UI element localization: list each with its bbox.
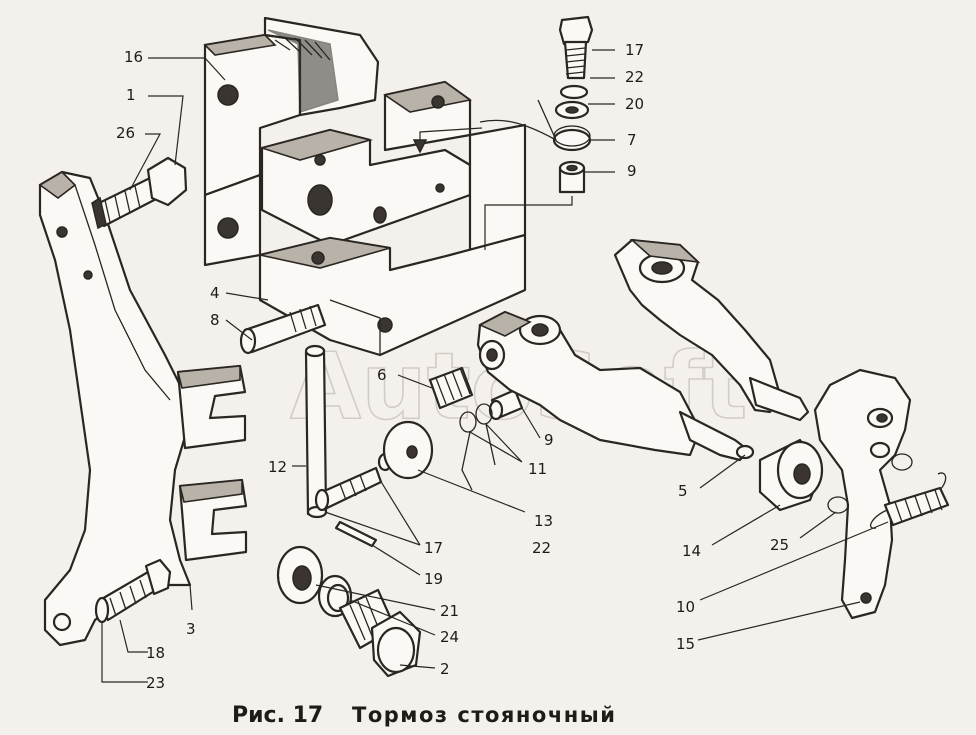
bolt-part-8 bbox=[239, 303, 327, 355]
label-5: 5 bbox=[678, 482, 688, 500]
plug-part-2 bbox=[338, 588, 422, 678]
washer-part-21 bbox=[276, 545, 324, 605]
label-18: 18 bbox=[146, 644, 165, 662]
figure-title: Тормоз стояночный bbox=[352, 703, 617, 727]
label-4: 4 bbox=[210, 284, 220, 302]
rod-part-12 bbox=[304, 344, 328, 519]
label-9-lower: 9 bbox=[544, 431, 554, 449]
label-17-top: 17 bbox=[625, 41, 644, 59]
label-15: 15 bbox=[676, 635, 695, 653]
label-14: 14 bbox=[682, 542, 701, 560]
bushing-part-14 bbox=[758, 438, 824, 512]
ring-part-25 bbox=[827, 453, 913, 514]
arrow-icon bbox=[412, 139, 428, 154]
label-22-top: 22 bbox=[625, 68, 644, 86]
label-12: 12 bbox=[268, 458, 287, 476]
washer-20-hole bbox=[565, 106, 579, 114]
leader-lines bbox=[101, 49, 889, 683]
figure-number: Рис. 17 bbox=[232, 703, 323, 728]
label-19: 19 bbox=[424, 570, 443, 588]
spring-part-6 bbox=[428, 366, 474, 410]
figure-caption: Рис. 17 Тормоз стояночный bbox=[232, 703, 617, 728]
label-8: 8 bbox=[210, 311, 220, 329]
label-23: 23 bbox=[146, 674, 165, 692]
bolt-part-17-top bbox=[558, 15, 594, 80]
label-13: 13 bbox=[534, 512, 553, 530]
label-10: 10 bbox=[676, 598, 695, 616]
bolt-part-26 bbox=[91, 156, 188, 230]
label-17-lower: 17 bbox=[424, 539, 443, 557]
label-9-top: 9 bbox=[627, 162, 637, 180]
label-6: 6 bbox=[377, 366, 387, 384]
brake-housing-part-16 bbox=[203, 16, 527, 357]
bushing-part-9-top bbox=[558, 160, 586, 194]
label-20: 20 bbox=[625, 95, 644, 113]
label-24: 24 bbox=[440, 628, 459, 646]
springs-part-11 bbox=[459, 403, 496, 491]
label-7: 7 bbox=[627, 131, 637, 149]
label-26: 26 bbox=[116, 124, 135, 142]
lever-part-15 bbox=[813, 368, 912, 620]
disc-part-13 bbox=[382, 420, 434, 480]
bolt-part-18 bbox=[94, 558, 172, 624]
part-labels: 16 1 26 4 8 17 22 20 7 9 6 9 11 12 13 17… bbox=[116, 41, 789, 692]
bracket-part-3 bbox=[38, 170, 248, 647]
label-25: 25 bbox=[770, 536, 789, 554]
lever-part-5 bbox=[476, 310, 755, 462]
lever-arm-upper bbox=[613, 238, 810, 422]
label-11: 11 bbox=[528, 460, 547, 478]
cotter-pin-part-19 bbox=[334, 520, 378, 548]
label-16: 16 bbox=[124, 48, 143, 66]
spring-part-10 bbox=[869, 472, 950, 529]
assembly-line bbox=[484, 196, 573, 250]
label-21: 21 bbox=[440, 602, 459, 620]
label-2: 2 bbox=[440, 660, 450, 678]
label-3: 3 bbox=[186, 620, 196, 638]
washer-part-22 bbox=[559, 84, 589, 100]
label-1: 1 bbox=[126, 86, 136, 104]
label-22-lower: 22 bbox=[532, 539, 551, 557]
